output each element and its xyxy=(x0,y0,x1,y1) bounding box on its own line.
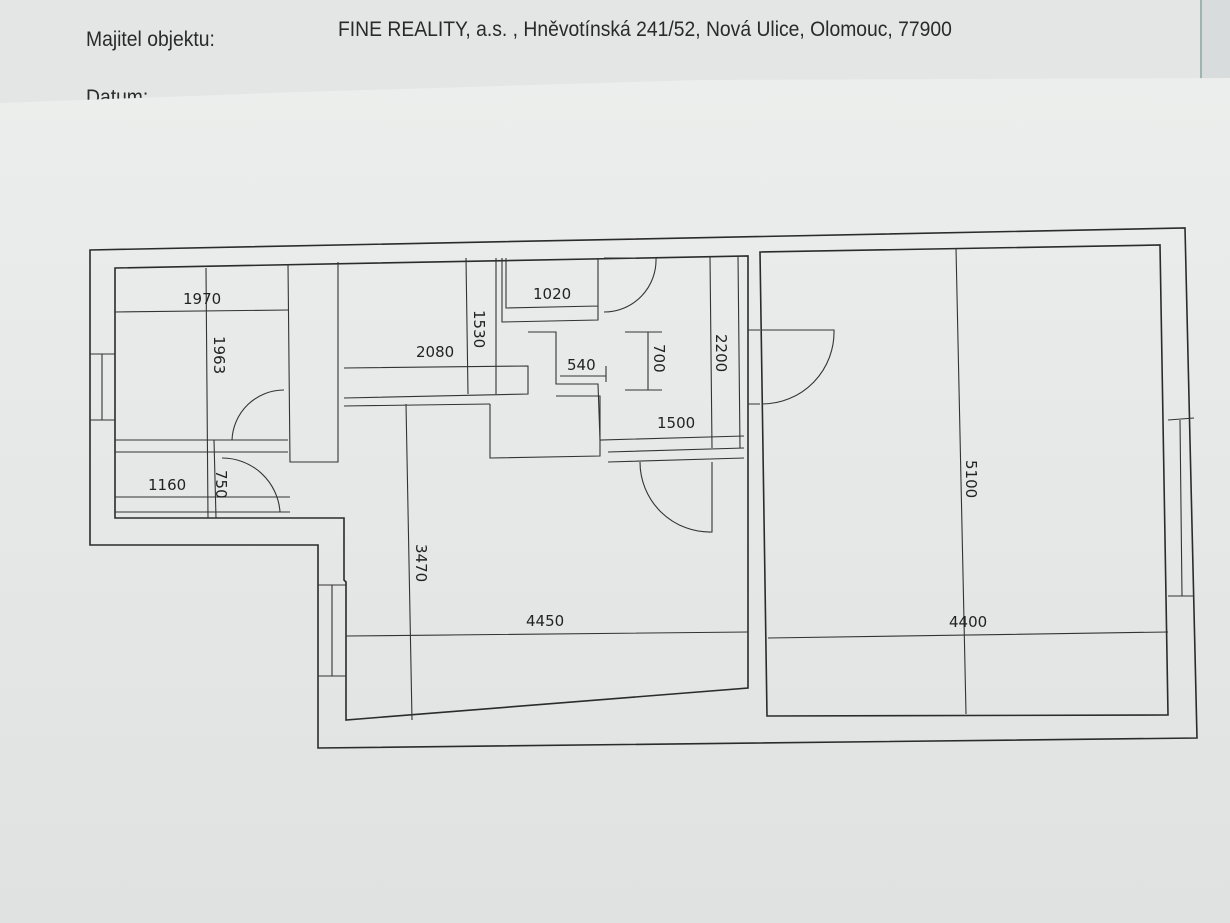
walls xyxy=(89,227,1198,749)
paper xyxy=(0,78,1230,923)
dim-1963: 1963 xyxy=(210,336,228,374)
door-arc xyxy=(231,389,285,441)
door-arc xyxy=(639,461,713,533)
dim-4450: 4450 xyxy=(526,612,564,630)
doors xyxy=(221,257,835,533)
dim-540: 540 xyxy=(567,356,596,374)
dim-750: 750 xyxy=(212,470,230,499)
dimension-lines xyxy=(560,331,662,391)
dim-2080: 2080 xyxy=(416,343,454,361)
dim-1530: 1530 xyxy=(470,310,488,348)
dim-5100: 5100 xyxy=(962,460,980,498)
door-arc xyxy=(221,457,281,513)
dim-1970: 1970 xyxy=(183,290,221,308)
dim-4400: 4400 xyxy=(949,613,987,631)
dim-1500: 1500 xyxy=(657,414,695,432)
dim-2200: 2200 xyxy=(712,334,730,372)
door-arc xyxy=(603,257,657,313)
owner-label: Majitel objektu: xyxy=(86,28,215,51)
dim-1020: 1020 xyxy=(533,285,571,303)
dim-1160: 1160 xyxy=(148,476,186,494)
dim-3470: 3470 xyxy=(412,544,430,582)
door-arc xyxy=(761,329,835,405)
owner-value: FINE REALITY, a.s. , Hněvotínská 241/52,… xyxy=(338,18,952,41)
date-label: Datum: xyxy=(86,86,149,100)
dim-700: 700 xyxy=(650,344,668,373)
dimension-labels: 1970 1963 1160 750 2080 1530 1020 540 70… xyxy=(148,285,987,631)
